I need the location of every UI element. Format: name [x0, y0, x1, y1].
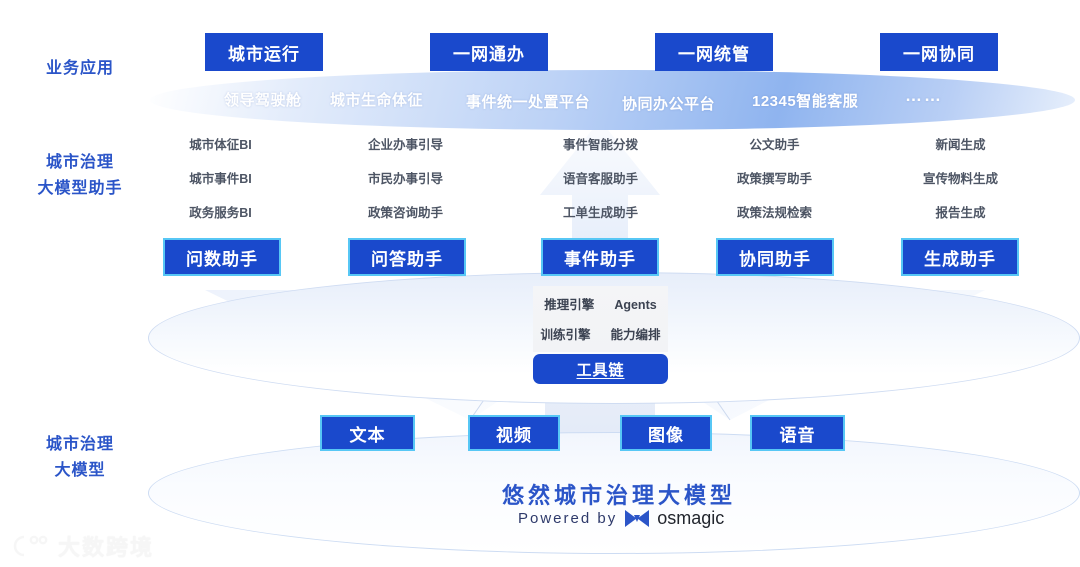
powered-by-text: Powered by: [518, 510, 618, 527]
watermark-text: 大数跨境: [58, 535, 155, 560]
upward-arrow-shape: [540, 120, 660, 285]
assistant-subcol-1: 企业办事引导 市民办事引导 政策咨询助手: [343, 128, 468, 230]
sub-item: 政务服务BI: [189, 206, 252, 220]
modality-box-3-label: 语音: [779, 425, 816, 445]
assistant-box-3[interactable]: 协同助手: [716, 238, 834, 276]
band-item-0-label: 领导驾驶舱: [224, 92, 302, 109]
watermark-logo-icon: [13, 535, 48, 557]
band-item-1: 城市生命体征: [330, 89, 423, 110]
assistant-box-2[interactable]: 事件助手: [541, 238, 659, 276]
side-label-line: 大模型助手: [37, 180, 123, 197]
modality-box-0-label: 文本: [349, 425, 386, 445]
top-box-2-label: 一网统管: [678, 44, 750, 64]
band-item-0: 领导驾驶舱: [224, 89, 302, 110]
sub-item: 宣传物料生成: [922, 172, 998, 186]
sub-item: 企业办事引导: [367, 138, 443, 152]
sub-item: 公文助手: [749, 138, 800, 152]
band-item-2: 事件统一处置平台: [466, 91, 590, 112]
side-label-line: 城市治理: [45, 436, 114, 453]
assistant-box-0[interactable]: 问数助手: [163, 238, 281, 276]
band-item-1-label: 城市生命体征: [330, 92, 424, 109]
top-box-3[interactable]: 一网协同: [880, 33, 998, 71]
side-label-line: 城市治理: [45, 154, 114, 171]
band-item-5-label: ……: [905, 86, 943, 105]
assistant-box-2-label: 事件助手: [564, 249, 636, 269]
engine-inference: 推理引擎: [544, 298, 595, 312]
assistant-box-3-label: 协同助手: [739, 249, 811, 269]
assistant-subcol-3: 公文助手 政策撰写助手 政策法规检索: [712, 128, 837, 230]
side-label-line: 业务应用: [45, 60, 114, 77]
sub-item: 城市事件BI: [189, 172, 252, 186]
toolchain-label: 工具链: [576, 361, 625, 379]
assistant-box-0-label: 问数助手: [186, 249, 258, 269]
sub-item: 工单生成助手: [562, 206, 638, 220]
engine-row-2: 训练引擎 能力编排: [533, 320, 668, 350]
assistant-box-4-label: 生成助手: [924, 249, 996, 269]
engine-row-1: 推理引擎 Agents: [533, 286, 668, 320]
toolchain-box[interactable]: 工具链: [533, 354, 668, 384]
sub-item: 语音客服助手: [562, 172, 638, 186]
assistant-box-4[interactable]: 生成助手: [901, 238, 1019, 276]
sub-item: 城市体征BI: [189, 138, 252, 152]
assistant-subcol-2: 事件智能分拨 语音客服助手 工单生成助手: [538, 128, 663, 230]
top-box-0-label: 城市运行: [228, 44, 300, 64]
top-box-2[interactable]: 一网统管: [655, 33, 773, 71]
sub-item: 新闻生成: [935, 138, 986, 152]
band-item-4-label: 12345智能客服: [752, 93, 859, 110]
sub-item: 事件智能分拨: [562, 138, 638, 152]
modality-box-1[interactable]: 视频: [468, 415, 560, 451]
modality-box-0[interactable]: 文本: [320, 415, 415, 451]
assistant-subcol-4: 新闻生成 宣传物料生成 报告生成: [898, 128, 1023, 230]
modality-box-2[interactable]: 图像: [620, 415, 712, 451]
modality-box-3[interactable]: 语音: [750, 415, 845, 451]
base-model-ellipse: [148, 432, 1080, 554]
modality-box-1-label: 视频: [496, 425, 532, 445]
band-item-3-label: 协同办公平台: [622, 96, 716, 113]
engine-training: 训练引擎: [540, 328, 591, 342]
modality-box-2-label: 图像: [648, 425, 684, 445]
engine-orchestration: 能力编排: [610, 328, 661, 342]
brand-title-text: 悠然城市治理大模型: [502, 483, 737, 508]
side-label-line: 大模型: [54, 462, 106, 479]
business-application-band: [150, 70, 1075, 130]
top-box-3-label: 一网协同: [903, 44, 975, 64]
side-label-business-application: 业务应用: [20, 56, 140, 82]
top-box-1[interactable]: 一网通办: [430, 33, 548, 71]
band-item-3: 协同办公平台: [622, 93, 715, 114]
sub-item: 政策法规检索: [736, 206, 812, 220]
band-item-2-label: 事件统一处置平台: [466, 94, 591, 111]
engine-agents: Agents: [614, 298, 657, 312]
brand-title: 悠然城市治理大模型: [502, 478, 736, 510]
side-label-city-governance-llm: 城市治理 大模型: [20, 432, 140, 484]
sub-item: 市民办事引导: [367, 172, 443, 186]
assistant-subcol-0: 城市体征BI 城市事件BI 政务服务BI: [158, 128, 283, 230]
watermark: 大数跨境: [10, 530, 154, 562]
sub-item: 报告生成: [935, 206, 986, 220]
band-item-4: 12345智能客服: [752, 90, 858, 111]
brand-powered-by: Powered by osmagic: [518, 508, 724, 529]
osmagic-logo-icon: [625, 510, 650, 527]
osmagic-wordmark: osmagic: [657, 508, 725, 528]
assistant-box-1[interactable]: 问答助手: [348, 238, 466, 276]
engine-panel: 推理引擎 Agents 训练引擎 能力编排: [533, 286, 668, 352]
sub-item: 政策咨询助手: [367, 206, 443, 220]
assistant-box-1-label: 问答助手: [371, 249, 443, 269]
top-box-1-label: 一网通办: [453, 44, 525, 64]
band-item-5: ……: [905, 86, 943, 106]
top-box-0[interactable]: 城市运行: [205, 33, 323, 71]
sub-item: 政策撰写助手: [736, 172, 812, 186]
side-label-city-governance-llm-assistant: 城市治理 大模型助手: [20, 150, 140, 202]
